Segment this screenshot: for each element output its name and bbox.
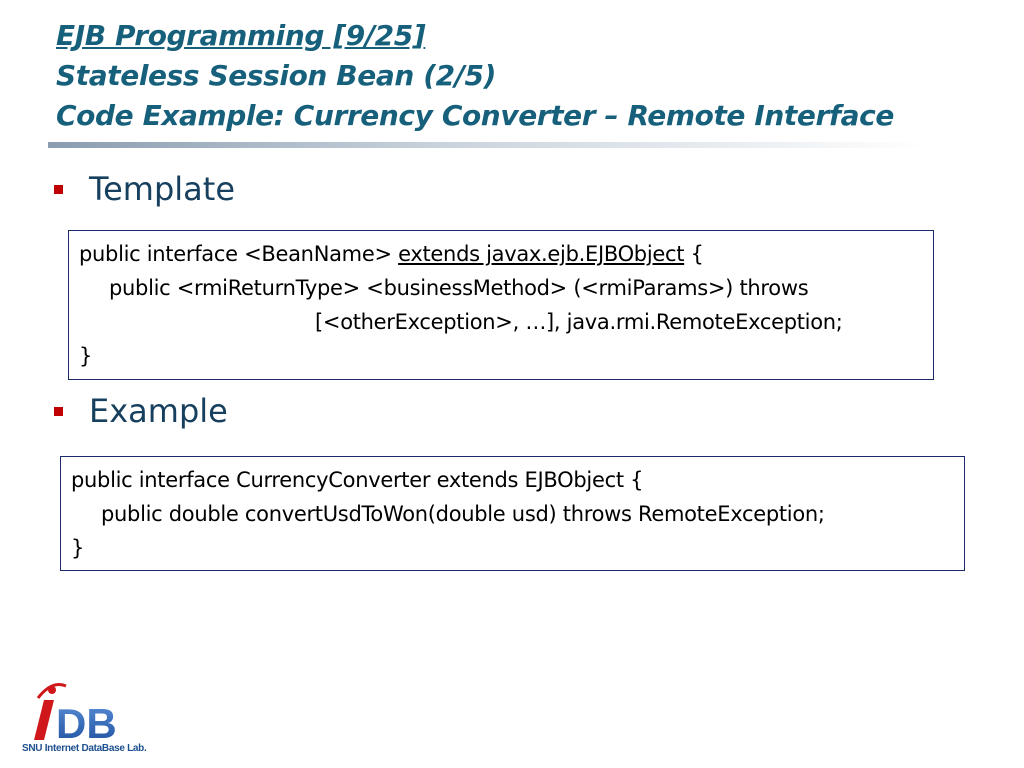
title-line-1: EJB Programming [9/25]	[56, 19, 426, 52]
logo-letters: DB	[56, 700, 117, 747]
example-code-box: public interface CurrencyConverter exten…	[60, 456, 965, 571]
square-bullet-icon	[54, 184, 63, 194]
template-code-box: public interface <BeanName> extends java…	[68, 230, 934, 380]
logo-caption: SNU Internet DataBase Lab.	[22, 743, 147, 754]
title-line-2: Stateless Session Bean (2/5)	[56, 59, 496, 92]
idb-logo-icon: DB	[34, 683, 117, 747]
bullet-example: Example	[54, 392, 228, 430]
code-line: [<otherException>, …], java.rmi.RemoteEx…	[315, 310, 843, 334]
bullet-label: Example	[89, 392, 228, 430]
title-divider	[48, 142, 928, 148]
code-line: public interface <BeanName> extends java…	[79, 242, 704, 266]
bullet-template: Template	[54, 170, 235, 208]
slide-title: EJB Programming [9/25] Stateless Session…	[56, 16, 894, 136]
code-line: }	[71, 536, 85, 560]
extends-ejbobject-link: extends javax.ejb.EJBObject	[398, 242, 685, 266]
bullet-label: Template	[89, 170, 236, 208]
code-line: public <rmiReturnType> <businessMethod> …	[109, 276, 809, 300]
code-line: }	[79, 344, 93, 368]
code-line: public double convertUsdToWon(double usd…	[101, 502, 825, 526]
code-line: public interface CurrencyConverter exten…	[71, 468, 644, 492]
square-bullet-icon	[54, 406, 63, 416]
title-line-3: Code Example: Currency Converter – Remot…	[56, 99, 894, 132]
